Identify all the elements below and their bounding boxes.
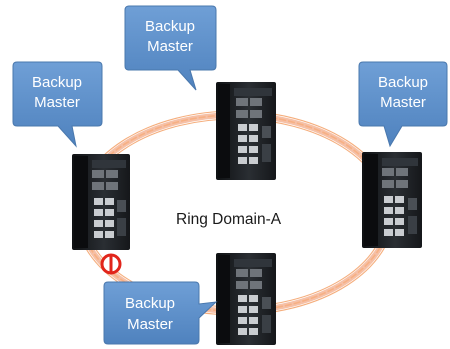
callout-left-line-1: Backup bbox=[32, 74, 82, 91]
bottom-switch bbox=[216, 253, 276, 345]
callout-bottom-line-1: Backup bbox=[125, 295, 175, 312]
ring-domain-label: Ring Domain-A bbox=[176, 211, 282, 228]
right-switch bbox=[362, 152, 422, 248]
blocked-port-icon bbox=[100, 253, 122, 275]
callout-top-line-2: Master bbox=[147, 38, 193, 55]
callout-bottom-line-2: Master bbox=[127, 316, 173, 333]
callout-backup-master-top: Backup Master bbox=[124, 5, 217, 91]
callout-backup-master-right: Backup Master bbox=[358, 61, 448, 148]
callout-backup-master-left: Backup Master bbox=[12, 61, 103, 148]
top-switch bbox=[216, 82, 276, 180]
callout-top-line-1: Backup bbox=[145, 18, 195, 35]
callout-right-line-2: Master bbox=[380, 94, 426, 111]
callout-left-line-2: Master bbox=[34, 94, 80, 111]
left-switch bbox=[72, 154, 130, 250]
callout-backup-master-bottom: Backup Master bbox=[103, 281, 218, 345]
callout-right-line-1: Backup bbox=[378, 74, 428, 91]
